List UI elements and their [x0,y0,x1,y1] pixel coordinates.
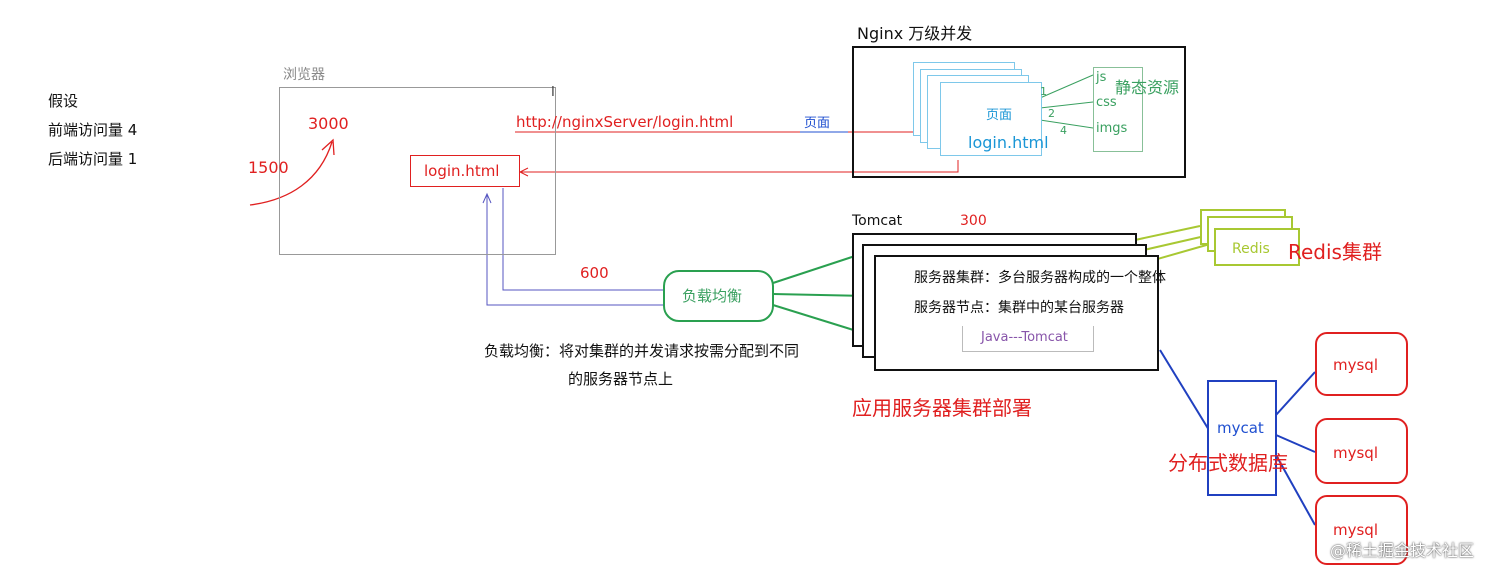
load-balancer-node: 负载均衡 [663,270,774,322]
database-caption: 分布式数据库 [1168,451,1288,475]
traffic-curve-arrow [249,141,333,206]
assumption-frontend: 前端访问量 4 [48,121,138,139]
tomcat-line2: 服务器节点：集群中的某台服务器 [914,300,1124,316]
lb-count: 600 [580,264,609,282]
mysql-node-3: mysql [1315,495,1408,565]
java-tomcat-label: Java---Tomcat [981,330,1068,345]
static-imgs: imgs [1096,121,1128,136]
nginx-title: Nginx 万级并发 [857,24,973,43]
tomcat-caption: 应用服务器集群部署 [852,396,1032,420]
nginx-page-label: 页面 [986,108,1013,123]
text-cursor: I [551,85,555,100]
watermark: @稀土掘金技术社区 [1330,541,1475,560]
mysql-label-2: mysql [1333,444,1378,462]
redis-caption: Redis集群 [1288,240,1382,264]
tomcat-to-mycat [1159,349,1213,436]
nginx-page-front: 页面 login.html [940,82,1049,156]
static-resources-title: 静态资源 [1115,78,1180,97]
nginx-mark-4: 4 [1060,124,1067,137]
nginx-mark-1: 1 [1040,85,1047,98]
request-url: http://nginxServer/login.html [516,113,734,131]
assumption-title: 假设 [48,92,79,110]
nginx-box [852,46,1186,178]
tomcat-node-3: 服务器集群：多台服务器构成的一个整体 服务器节点：集群中的某台服务器 [874,255,1166,371]
page-arrow-label: 页面 [804,116,831,131]
nginx-page-file: login.html [968,133,1049,152]
lb-desc-line2: 的服务器节点上 [568,370,674,388]
assumption-backend: 后端访问量 1 [48,150,138,168]
response-arrowhead [518,167,529,177]
redis-node-3: Redis [1214,228,1300,266]
browser-window [279,87,556,255]
lb-desc-line1: 负载均衡：将对集群的并发请求按需分配到不同 [484,342,800,360]
browser-label: 浏览器 [283,67,325,83]
response-line [520,160,959,173]
mycat-label: mycat [1217,419,1264,437]
browser-count-outer: 1500 [248,158,289,177]
redis-label: Redis [1232,241,1270,257]
static-js: js [1096,70,1107,85]
tomcat-title: Tomcat [852,213,903,229]
load-balancer-label: 负载均衡 [682,287,743,305]
static-resources-box: js css imgs [1093,67,1143,152]
tomcat-count: 300 [960,213,987,229]
java-tomcat-box: Java---Tomcat [962,326,1094,352]
lb-return-line [502,188,665,291]
mysql-node-2: mysql [1315,418,1408,484]
mysql-label-1: mysql [1333,356,1378,374]
mycat-node: mycat [1207,380,1277,496]
nginx-mark-2: 2 [1048,107,1055,120]
browser-count-inner: 3000 [308,114,349,133]
mysql-label-3: mysql [1333,521,1378,539]
lb-to-tomcat-1 [772,254,859,284]
static-css: css [1096,95,1117,110]
traffic-curve-arrowhead [321,138,335,156]
login-page-label: login.html [424,162,500,180]
login-page-box: login.html [410,155,520,187]
lb-request-line [486,195,665,306]
mysql-node-1: mysql [1315,332,1408,396]
tomcat-line1: 服务器集群：多台服务器构成的一个整体 [914,270,1166,286]
